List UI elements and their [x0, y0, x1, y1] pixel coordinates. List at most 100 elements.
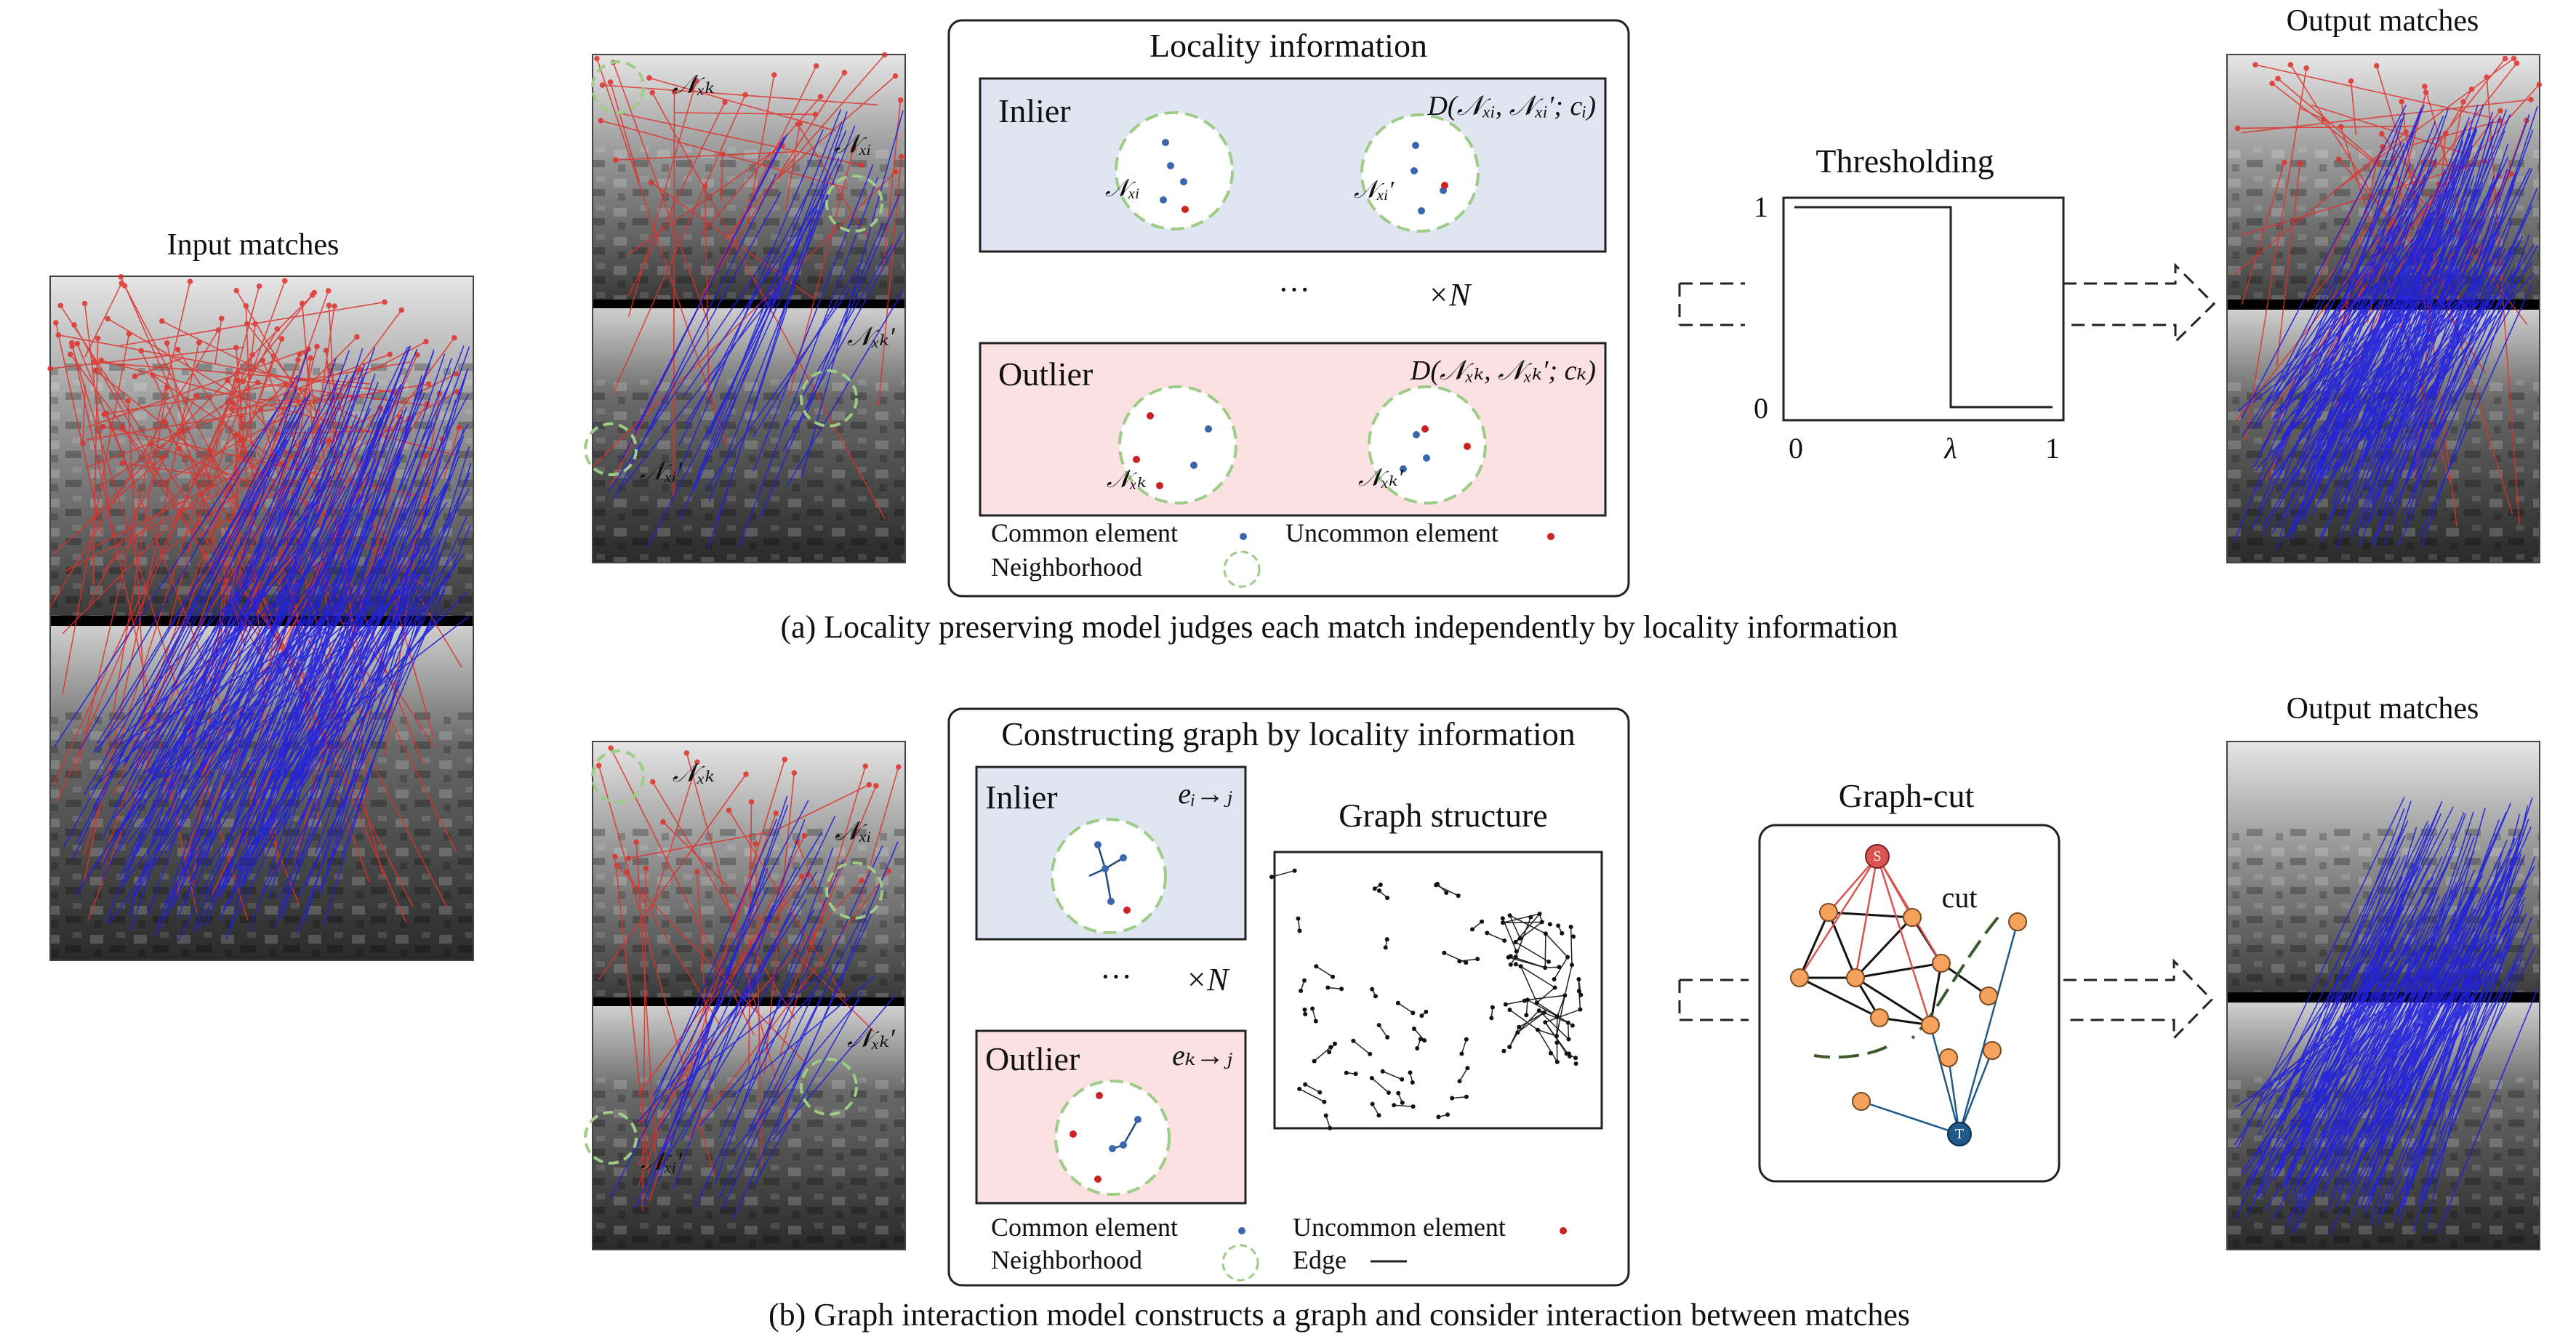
graph-node	[1534, 1000, 1539, 1005]
match-keypoint	[851, 145, 856, 152]
outlier-match-line	[84, 303, 113, 537]
inlier-match-line	[673, 968, 830, 1090]
inlier-match-line	[222, 382, 379, 789]
match-keypoint	[649, 89, 656, 96]
inlier-match-line	[121, 606, 329, 888]
inlier-match-line	[2396, 129, 2534, 507]
match-keypoint	[896, 764, 902, 770]
inlier-match-line	[2319, 197, 2451, 543]
graph-cut-node	[1921, 1016, 1940, 1034]
inlier-match-line	[105, 430, 307, 924]
inlier-match-line	[623, 279, 786, 486]
graph-edge	[1502, 917, 1517, 952]
match-keypoint	[2379, 131, 2385, 137]
inlier-match-line	[2359, 209, 2473, 546]
match-keypoint	[47, 366, 53, 371]
graph-edge	[1352, 1040, 1371, 1055]
inlier-match-line	[2288, 209, 2415, 395]
graph-edge	[1502, 913, 1540, 924]
match-keypoint	[2287, 62, 2294, 68]
graph-node	[1376, 1023, 1381, 1028]
inlier-label-b: Inlier	[985, 779, 1058, 816]
match-keypoint	[594, 55, 600, 62]
match-keypoint	[773, 810, 779, 816]
graph-node	[1570, 963, 1574, 968]
inlier-match-line	[141, 500, 327, 765]
match-keypoint	[671, 89, 678, 95]
inlier-match-line	[2295, 992, 2442, 1117]
dashed-arrow-icon-b	[1678, 958, 2214, 1041]
inlier-match-line	[183, 377, 364, 871]
outlier-match-line	[87, 454, 274, 551]
match-keypoint	[607, 79, 614, 85]
match-keypoint	[612, 853, 618, 859]
legend-uncommon-b: Uncommon element	[1293, 1213, 1506, 1242]
inlier-match-line	[74, 574, 288, 896]
outlier-match-line	[236, 395, 241, 441]
outlier-formula: D(𝒩ₓₖ, 𝒩ₓₖ′; cₖ)	[1410, 355, 1596, 386]
match-keypoint	[278, 336, 285, 342]
inlier-match-line	[166, 394, 336, 797]
match-keypoint	[2252, 62, 2258, 68]
graph-cut-edge	[1855, 976, 1931, 1026]
match-keypoint	[693, 78, 699, 84]
outlier-match-line	[105, 387, 168, 758]
inlier-label-a: Inlier	[998, 92, 1071, 129]
inlier-match-line	[2282, 800, 2412, 1200]
graph-node	[1506, 955, 1511, 960]
inlier-match-line	[2288, 198, 2446, 397]
graph-node	[1410, 1080, 1415, 1085]
inlier-match-line	[2362, 213, 2485, 455]
inlier-match-line	[2380, 969, 2511, 1216]
graph-node	[1536, 1027, 1540, 1032]
inlier-match-line	[162, 494, 363, 771]
image-pair-a: 𝒩ₓₖ 𝒩ₓᵢ 𝒩ₓₖ′ 𝒩ₓᵢ′	[584, 52, 906, 563]
match-keypoint	[2508, 171, 2514, 177]
match-keypoint	[722, 99, 728, 105]
caption-b: (b) Graph interaction model constructs a…	[769, 1297, 1910, 1333]
sink-edge	[1929, 1024, 1961, 1135]
outlier-match-line	[612, 62, 710, 326]
inlier-match-line	[2378, 852, 2520, 1116]
match-keypoint	[295, 357, 301, 363]
graph-node	[1576, 989, 1581, 994]
graph-node	[1418, 1037, 1423, 1042]
outlier-match-line	[785, 123, 801, 211]
inlier-match-line	[2284, 835, 2435, 1187]
graph-node	[1513, 962, 1518, 967]
graph-node	[1502, 938, 1507, 943]
graph-node	[1470, 927, 1474, 932]
match-keypoint	[150, 372, 156, 378]
graph-node	[1373, 994, 1378, 999]
inlier-match-line	[2354, 832, 2472, 1159]
outlier-match-line	[616, 865, 804, 1061]
match-keypoint	[422, 453, 429, 459]
graph-edge	[1527, 999, 1558, 1017]
inlier-match-line	[2359, 126, 2472, 498]
inlier-match-line	[2252, 808, 2405, 1202]
match-keypoint	[81, 300, 88, 307]
graph-edge	[1556, 995, 1566, 1037]
graph-edge	[1314, 1046, 1331, 1062]
graph-node	[1408, 1070, 1413, 1075]
match-keypoint	[898, 154, 904, 160]
outlier-match-line	[2244, 68, 2307, 441]
graph-edge	[1315, 965, 1333, 978]
graph-node	[1555, 1014, 1560, 1019]
inlier-match-line	[2327, 260, 2465, 487]
inlier-match-line	[2256, 191, 2419, 492]
match-keypoint	[326, 302, 332, 309]
inlier-match-line	[2282, 147, 2434, 441]
cut-label: cut	[1942, 881, 1978, 914]
graph-node	[1485, 931, 1490, 936]
match-keypoint	[866, 782, 872, 788]
inlier-match-line	[198, 600, 372, 755]
inlier-match-line	[676, 129, 824, 476]
inlier-match-line	[2325, 944, 2447, 1213]
inlier-match-line	[2398, 251, 2525, 547]
inlier-match-line	[721, 962, 839, 1210]
match-keypoint	[873, 783, 879, 789]
inlier-match-line	[2402, 268, 2513, 515]
inlier-match-line	[693, 181, 835, 491]
sink-node	[1947, 1122, 1972, 1146]
